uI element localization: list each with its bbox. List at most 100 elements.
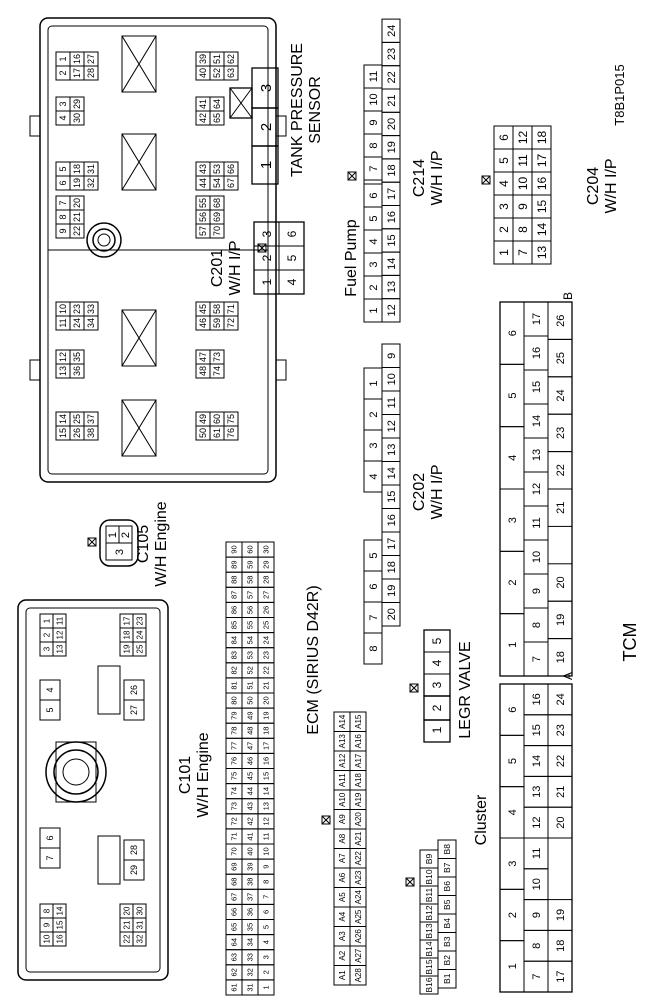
- c101-pin: 27: [129, 705, 139, 715]
- legr-pin: 4: [430, 659, 444, 666]
- c201-pin: 64: [212, 99, 222, 109]
- ecm-pin: 23: [262, 651, 271, 659]
- ecm-pin: 21: [262, 681, 271, 689]
- ecm-a-pin: A27: [354, 948, 363, 963]
- c101-pin: 31: [135, 920, 144, 929]
- tcm-a-pin: 1: [507, 963, 519, 969]
- c202-pin: 4: [368, 473, 380, 479]
- ecm-pin: 57: [246, 591, 255, 599]
- c201-pin: 11: [58, 318, 68, 327]
- ecm-a-pin: A3: [338, 931, 347, 941]
- cluster-label: Cluster: [473, 794, 490, 845]
- c101-pin: 24: [135, 630, 144, 639]
- c202-pin: 18: [386, 561, 398, 573]
- ecm-a-pin: A22: [354, 851, 363, 866]
- c201-pin: 9: [58, 228, 68, 233]
- c201-pin: 74: [212, 366, 222, 376]
- c201-pin: 14: [58, 414, 68, 424]
- c201-pin: 27: [86, 54, 96, 64]
- c201-pin: 67: [226, 178, 236, 188]
- c201-pin: 52: [212, 68, 222, 78]
- ecm-pin: 16: [262, 757, 271, 765]
- ecm-pin: 72: [230, 817, 239, 825]
- ecm-a-pin: A6: [338, 872, 347, 882]
- c202-pin: 20: [386, 608, 398, 620]
- ecm-a-pin: A2: [338, 950, 347, 960]
- fuel-pump-pin: 3: [260, 230, 274, 237]
- c201-pin: 25: [72, 414, 82, 424]
- tcm-a-pin: 10: [531, 878, 543, 890]
- c201-pin: 45: [198, 304, 208, 314]
- c201-pin: 42: [198, 113, 208, 123]
- ecm-pin: 22: [262, 666, 271, 674]
- ecm-a-pin: A10: [338, 792, 347, 807]
- c204-pin: 10: [516, 177, 530, 191]
- tcm-a-pin: 11: [531, 848, 543, 859]
- ecm-a-pin: A24: [354, 890, 363, 905]
- tcm-b-pin: 13: [531, 449, 543, 461]
- c204-pin: 6: [497, 134, 511, 141]
- c101-connector: 3211312111098161514191817252423222120323…: [17, 599, 169, 981]
- ecm-a-pin: A20: [354, 812, 363, 827]
- c202-pin: 7: [368, 614, 380, 620]
- c101-pin: 28: [129, 845, 139, 855]
- c202-pin: 8: [368, 645, 380, 651]
- c201-pin: 19: [72, 178, 82, 188]
- c201-pin: 58: [212, 304, 222, 314]
- c214-pin: 10: [368, 93, 380, 105]
- ecm-a-pin: A18: [354, 773, 363, 788]
- c214-pin: 11: [368, 71, 380, 82]
- tcm-half-b-label: B: [561, 292, 575, 300]
- tcm-b-pin: 1: [507, 642, 519, 648]
- c201-pin: 21: [72, 212, 82, 222]
- tcm-b-pin: 4: [507, 455, 519, 461]
- cluster-pin: B4: [442, 918, 452, 929]
- c201-pin: 1: [58, 56, 68, 61]
- ecm-a-pin: A13: [338, 734, 347, 749]
- cluster-pin: B6: [442, 881, 452, 892]
- c204-pin: 14: [535, 223, 549, 237]
- ecm-pin: 55: [246, 621, 255, 629]
- c101-pin: 11: [55, 616, 64, 625]
- ecm-pin: 15: [262, 772, 271, 780]
- c201-pin: 63: [226, 68, 236, 78]
- c214-pin: 21: [386, 95, 398, 107]
- c201-pin: 56: [198, 212, 208, 222]
- tcm-a-pin: 5: [507, 758, 519, 764]
- c214-pin: 18: [386, 164, 398, 176]
- c201-pin: 70: [212, 226, 222, 236]
- tcm-b-pin: 21: [555, 502, 567, 514]
- c214-pin: 6: [368, 192, 380, 198]
- c201-pin: 16: [72, 54, 82, 64]
- c201-pin: 33: [86, 304, 96, 314]
- tcm-a-pin: 12: [531, 816, 543, 828]
- tank-pin: 1: [258, 161, 275, 169]
- c214-pin: 5: [368, 215, 380, 221]
- tank-label: TANK PRESSURE: [289, 43, 306, 177]
- tcm-a-pin: 9: [531, 912, 543, 918]
- c201-pin: 72: [226, 318, 236, 328]
- ecm-pin: 71: [230, 832, 239, 840]
- ecm-pin: 78: [230, 727, 239, 735]
- c101-pin: 19: [122, 644, 131, 653]
- ecm-pin: 65: [230, 923, 239, 931]
- ecm-pin: 80: [230, 696, 239, 704]
- ecm-connector: 6162636465666768697071727374757677787980…: [225, 541, 275, 996]
- ecm-pin: 50: [246, 696, 255, 704]
- c201-pin: 53: [212, 164, 222, 174]
- c214-pin: 22: [386, 71, 398, 83]
- ecm-a-pin: A23: [354, 870, 363, 885]
- tcm-b-pin: 20: [555, 576, 567, 588]
- tcm-a-pin: 6: [507, 707, 519, 713]
- ecm-pin: 45: [246, 772, 255, 780]
- c202-pin: 15: [386, 491, 398, 503]
- tcm-b-pin: 10: [531, 551, 543, 563]
- ecm-pin: 77: [230, 742, 239, 750]
- c201-pin: 35: [72, 352, 82, 362]
- c101-pin: 1: [42, 618, 51, 623]
- c201-pin: 62: [226, 54, 236, 64]
- c101-pin: 13: [55, 644, 64, 653]
- c204-pin: 18: [535, 131, 549, 145]
